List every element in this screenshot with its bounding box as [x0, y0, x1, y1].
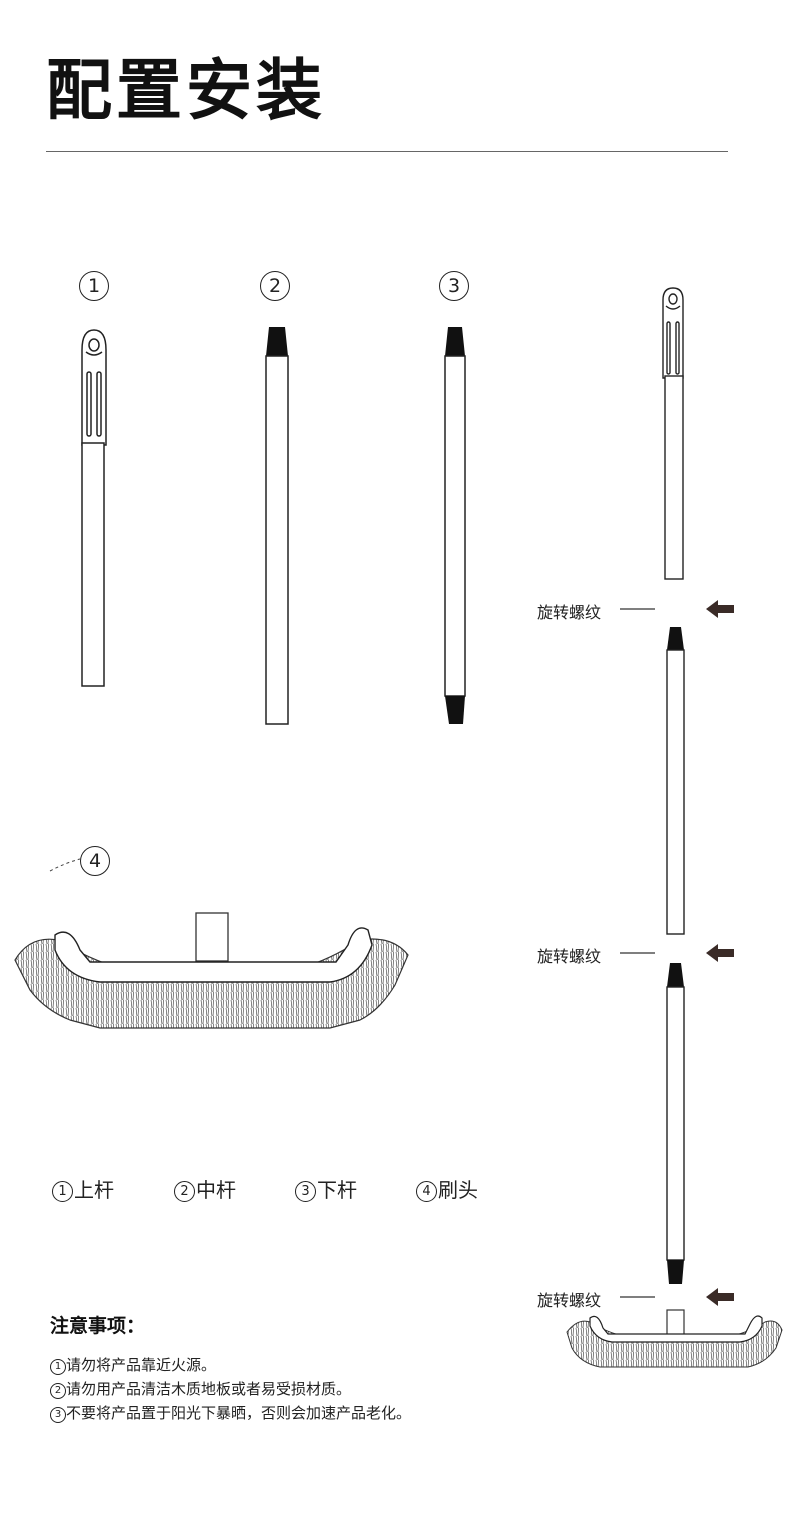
- part-number-2: 2: [260, 271, 290, 301]
- arrow-left-icon: [706, 1288, 734, 1306]
- note-text: 请勿将产品靠近火源。: [66, 1356, 217, 1374]
- legend-number: 4: [416, 1181, 437, 1202]
- note-number: 2: [50, 1383, 66, 1399]
- legend-number: 2: [174, 1181, 195, 1202]
- assembled-upper-pole: [662, 287, 684, 580]
- assembled-lower-pole: [666, 963, 685, 1284]
- assembled-middle-pole: [666, 627, 685, 935]
- page-title: 配置安装: [46, 52, 326, 129]
- note-text: 不要将产品置于阳光下暴晒，否则会加速产品老化。: [66, 1404, 412, 1422]
- brush-head: [14, 912, 409, 1029]
- assembled-brush-head: [566, 1309, 783, 1368]
- rotate-label-1: 旋转螺纹: [537, 603, 602, 622]
- note-number: 1: [50, 1359, 66, 1375]
- arrow-left-icon: [706, 600, 734, 618]
- note-text: 请勿用产品清洁木质地板或者易受损材质。: [66, 1380, 352, 1398]
- leader-line: [49, 858, 81, 872]
- rotate-label-2: 旋转螺纹: [537, 947, 602, 966]
- middle-pole: [265, 327, 289, 725]
- notes-heading: 注意事项：: [50, 1315, 146, 1337]
- legend-number: 3: [295, 1181, 316, 1202]
- note-number: 3: [50, 1407, 66, 1423]
- part-number-4: 4: [80, 846, 110, 876]
- legend-label: 刷头: [438, 1178, 478, 1202]
- legend-number: 1: [52, 1181, 73, 1202]
- part-number-3: 3: [439, 271, 469, 301]
- legend-label: 中杆: [196, 1178, 236, 1202]
- part-number-1: 1: [79, 271, 109, 301]
- legend-label: 上杆: [74, 1178, 114, 1202]
- rotate-label-3: 旋转螺纹: [537, 1291, 602, 1310]
- lower-pole: [444, 327, 466, 724]
- legend-label: 下杆: [317, 1178, 357, 1202]
- arrow-left-icon: [706, 944, 734, 962]
- upper-pole: [81, 329, 107, 687]
- title-divider: [46, 151, 728, 152]
